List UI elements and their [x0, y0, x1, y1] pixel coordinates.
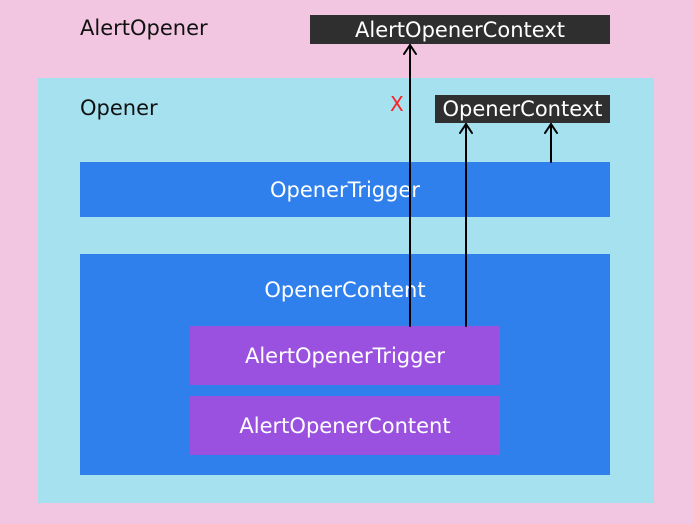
opener-content-label: OpenerContent: [264, 278, 426, 302]
alert-opener-context-box: AlertOpenerContext: [310, 15, 610, 44]
blocked-marker: X: [390, 92, 404, 116]
alert-trigger-to-alert-context-arrowhead: [403, 44, 417, 55]
opener-context-box: OpenerContext: [435, 95, 610, 123]
alert-opener-content-box: AlertOpenerContent: [190, 396, 500, 455]
alert-opener-trigger-box: AlertOpenerTrigger: [190, 326, 500, 385]
alert-opener-label: AlertOpener: [80, 16, 208, 40]
opener-trigger-box: OpenerTrigger: [80, 162, 610, 217]
opener-label: Opener: [80, 96, 158, 120]
